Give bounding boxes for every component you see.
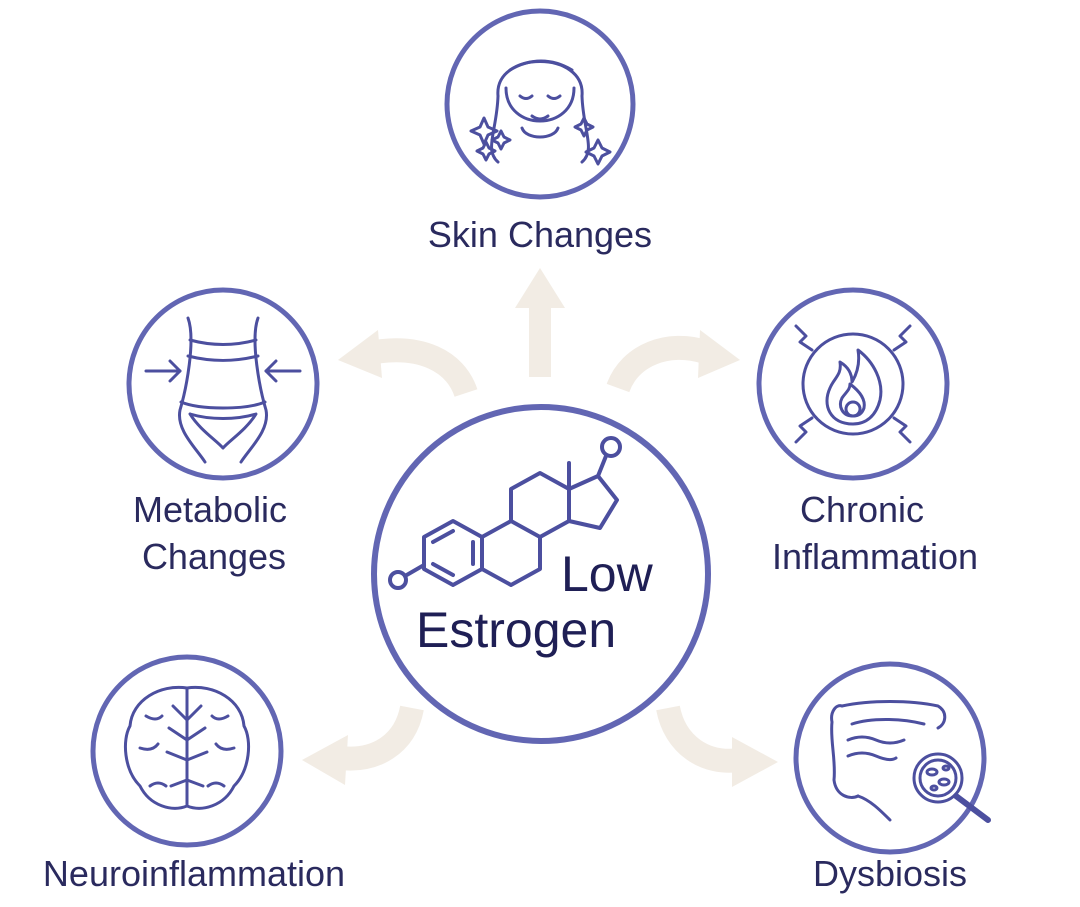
label-neuroinflammation: Neuroinflammation: [42, 853, 346, 894]
center-circle: [371, 404, 711, 744]
center-label-line2: Estrogen: [416, 602, 617, 658]
estradiol-molecule-icon: [388, 436, 622, 590]
flame-icon: [794, 324, 912, 444]
label-chronic-inflammation-line1: Chronic: [799, 489, 925, 530]
arrow-to-metabolic-changes: [338, 330, 478, 398]
label-metabolic-changes-line2: Changes: [141, 536, 287, 577]
label-metabolic-changes-line1: Metabolic: [132, 489, 288, 530]
arrow-to-skin-changes: [515, 268, 565, 377]
label-skin-changes: Skin Changes: [427, 214, 653, 255]
metabolic-changes-circle: [126, 287, 320, 481]
waist-icon: [144, 316, 302, 464]
arrows: [302, 268, 778, 787]
arrow-to-dysbiosis: [656, 705, 778, 787]
center-label-line1: Low: [561, 546, 653, 602]
chronic-inflammation-circle: [756, 287, 950, 481]
label-dysbiosis: Dysbiosis: [812, 853, 968, 894]
label-chronic-inflammation-line2: Inflammation: [771, 536, 979, 577]
intestine-magnifier-icon: [830, 700, 991, 823]
brain-icon: [123, 685, 251, 810]
arrow-to-chronic-inflammation: [606, 330, 740, 393]
arrow-to-neuroinflammation: [302, 705, 424, 785]
skin-changes-circle: [444, 8, 636, 200]
dysbiosis-circle: [793, 661, 987, 855]
face-sparkles-icon: [469, 59, 612, 166]
